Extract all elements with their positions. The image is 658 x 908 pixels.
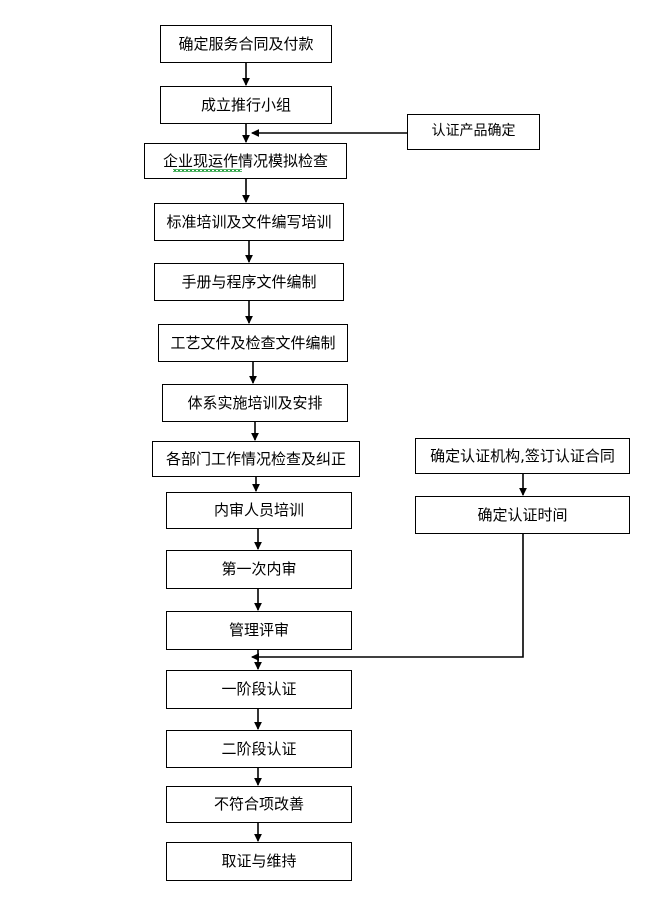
node-label: 工艺文件及检查文件编制 <box>170 333 336 352</box>
node-label: 确定认证时间 <box>477 505 568 524</box>
node-label: 各部门工作情况检查及纠正 <box>165 449 346 468</box>
node-label: 体系实施培训及安排 <box>187 393 323 412</box>
node-manual-and-procedure-document-preparation[interactable]: 手册与程序文件编制 <box>154 263 344 301</box>
node-label: 确定认证机构,签订认证合同 <box>430 446 615 465</box>
node-system-implementation-training-arrangement[interactable]: 体系实施培训及安排 <box>162 384 348 422</box>
node-confirm-service-contract-payment[interactable]: 确定服务合同及付款 <box>160 25 332 63</box>
node-management-review[interactable]: 管理评审 <box>166 611 352 650</box>
node-label: 标准培训及文件编写培训 <box>166 212 332 231</box>
node-certification-product-confirmation[interactable]: 认证产品确定 <box>407 114 540 150</box>
node-label: 成立推行小组 <box>200 95 291 114</box>
node-process-and-inspection-document-preparation[interactable]: 工艺文件及检查文件编制 <box>158 324 348 362</box>
node-label: 手册与程序文件编制 <box>181 272 317 291</box>
node-simulated-inspection-current-operations[interactable]: 企业现运作情况模拟检查 <box>144 143 347 179</box>
node-stage-one-certification[interactable]: 一阶段认证 <box>166 670 352 709</box>
node-nonconformity-improvement[interactable]: 不符合项改善 <box>166 786 352 823</box>
node-label: 内审人员培训 <box>213 501 304 520</box>
node-label: 管理评审 <box>228 621 289 640</box>
node-establish-implementation-team[interactable]: 成立推行小组 <box>160 86 332 124</box>
node-label: 确定服务合同及付款 <box>178 34 314 53</box>
node-internal-auditor-training[interactable]: 内审人员培训 <box>166 492 352 529</box>
node-label: 不符合项改善 <box>213 795 304 814</box>
node-obtain-certificate-and-maintain[interactable]: 取证与维持 <box>166 842 352 881</box>
node-select-certification-body-sign-contract[interactable]: 确定认证机构,签订认证合同 <box>415 438 630 474</box>
node-first-internal-audit[interactable]: 第一次内审 <box>166 550 352 589</box>
node-stage-two-certification[interactable]: 二阶段认证 <box>166 730 352 768</box>
node-label: 一阶段认证 <box>221 680 297 699</box>
stray-mark: ¨ <box>185 48 191 61</box>
node-department-work-inspection-correction[interactable]: 各部门工作情况检查及纠正 <box>152 441 360 477</box>
node-standard-and-document-writing-training[interactable]: 标准培训及文件编写培训 <box>154 203 344 241</box>
node-confirm-certification-date[interactable]: 确定认证时间 <box>415 496 630 534</box>
node-label: 企业现运作情况模拟检查 <box>162 151 328 172</box>
node-label: 取证与维持 <box>221 852 297 871</box>
node-label: 二阶段认证 <box>221 739 297 758</box>
node-label: 第一次内审 <box>221 560 297 579</box>
node-label: 认证产品确定 <box>431 123 516 140</box>
